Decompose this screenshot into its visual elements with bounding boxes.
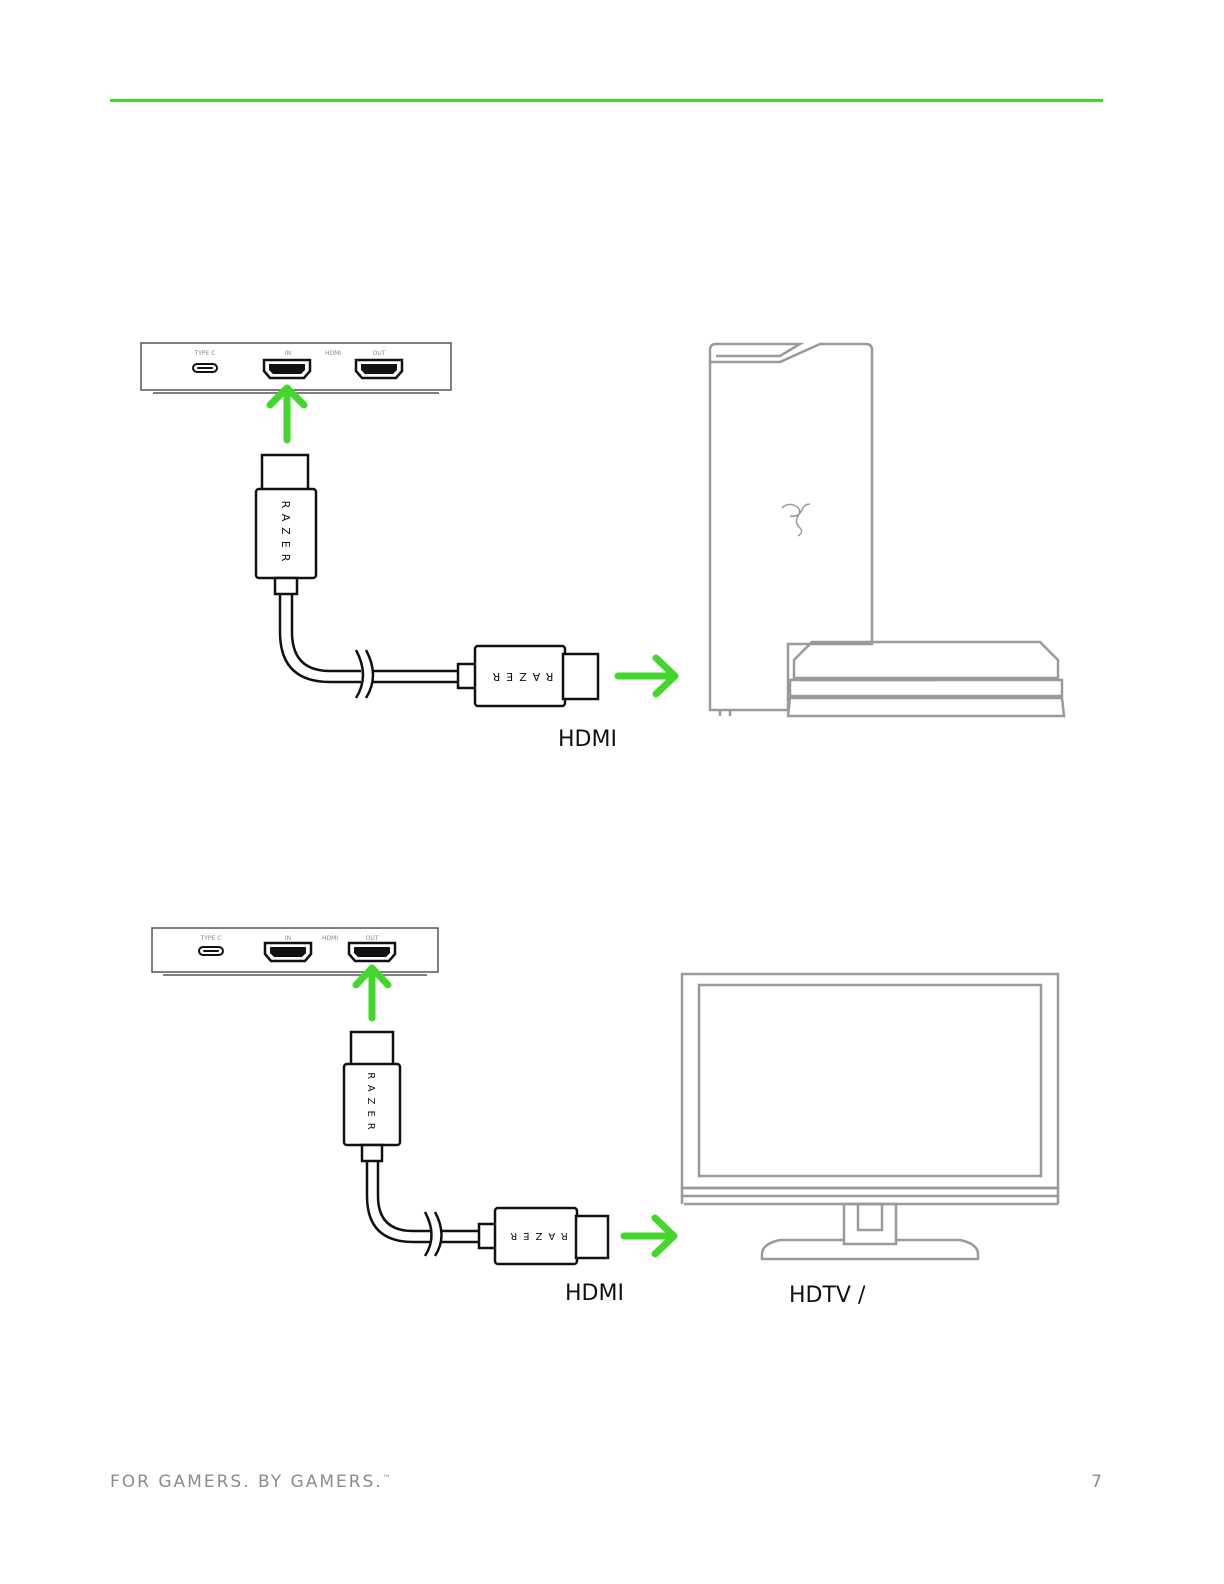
page-number: 7: [1091, 1472, 1102, 1492]
hdmi-out-port-icon: [354, 358, 404, 380]
gaming-pc-and-console-icon: [708, 342, 1066, 718]
type-c-port-icon: [192, 363, 218, 373]
connect-arrow-right-icon-2: [620, 1214, 678, 1258]
hdmi-label-1: HDMI: [558, 727, 617, 752]
cable-brand-text: RAZER: [487, 670, 554, 683]
monitor-icon: [680, 972, 1060, 1261]
port-label-hdmi: HDMI: [322, 935, 338, 942]
cable-brand-text: RAZER: [504, 1230, 568, 1241]
port-label-type-c: TYPE C: [194, 350, 216, 357]
capture-device-1: TYPE C IN HDMI OUT: [140, 342, 452, 394]
port-label-out: OUT: [373, 350, 386, 357]
insert-arrow-up-icon-1: [266, 384, 308, 444]
connect-arrow-right-icon-1: [614, 654, 679, 698]
header-rule: [110, 99, 1103, 102]
hdmi-label-2: HDMI: [565, 1281, 624, 1306]
hdtv-label: HDTV /: [789, 1283, 866, 1308]
cable-brand-text: RAZER: [279, 501, 292, 568]
type-c-port-icon: [198, 946, 224, 956]
port-label-hdmi: HDMI: [325, 350, 341, 357]
hdmi-in-port-icon: [263, 941, 313, 963]
insert-arrow-up-icon-2: [352, 964, 392, 1022]
footer-tagline-text: FOR GAMERS. BY GAMERS.: [110, 1472, 383, 1492]
port-label-in: IN: [285, 935, 291, 942]
port-label-type-c: TYPE C: [200, 935, 222, 942]
hdmi-out-port-icon: [347, 941, 397, 963]
cable-brand-text: RAZER: [365, 1072, 376, 1136]
capture-device-2: TYPE C IN HDMI OUT: [151, 927, 439, 976]
hdmi-cable-1: RAZER RAZER: [254, 453, 600, 708]
trademark-symbol: ™: [382, 1473, 391, 1483]
port-label-in: IN: [285, 350, 291, 357]
hdmi-cable-2: RAZER RAZER: [342, 1030, 610, 1266]
footer-tagline: FOR GAMERS. BY GAMERS.™: [110, 1472, 391, 1492]
hdmi-in-port-icon: [262, 358, 312, 380]
port-label-out: OUT: [366, 935, 379, 942]
